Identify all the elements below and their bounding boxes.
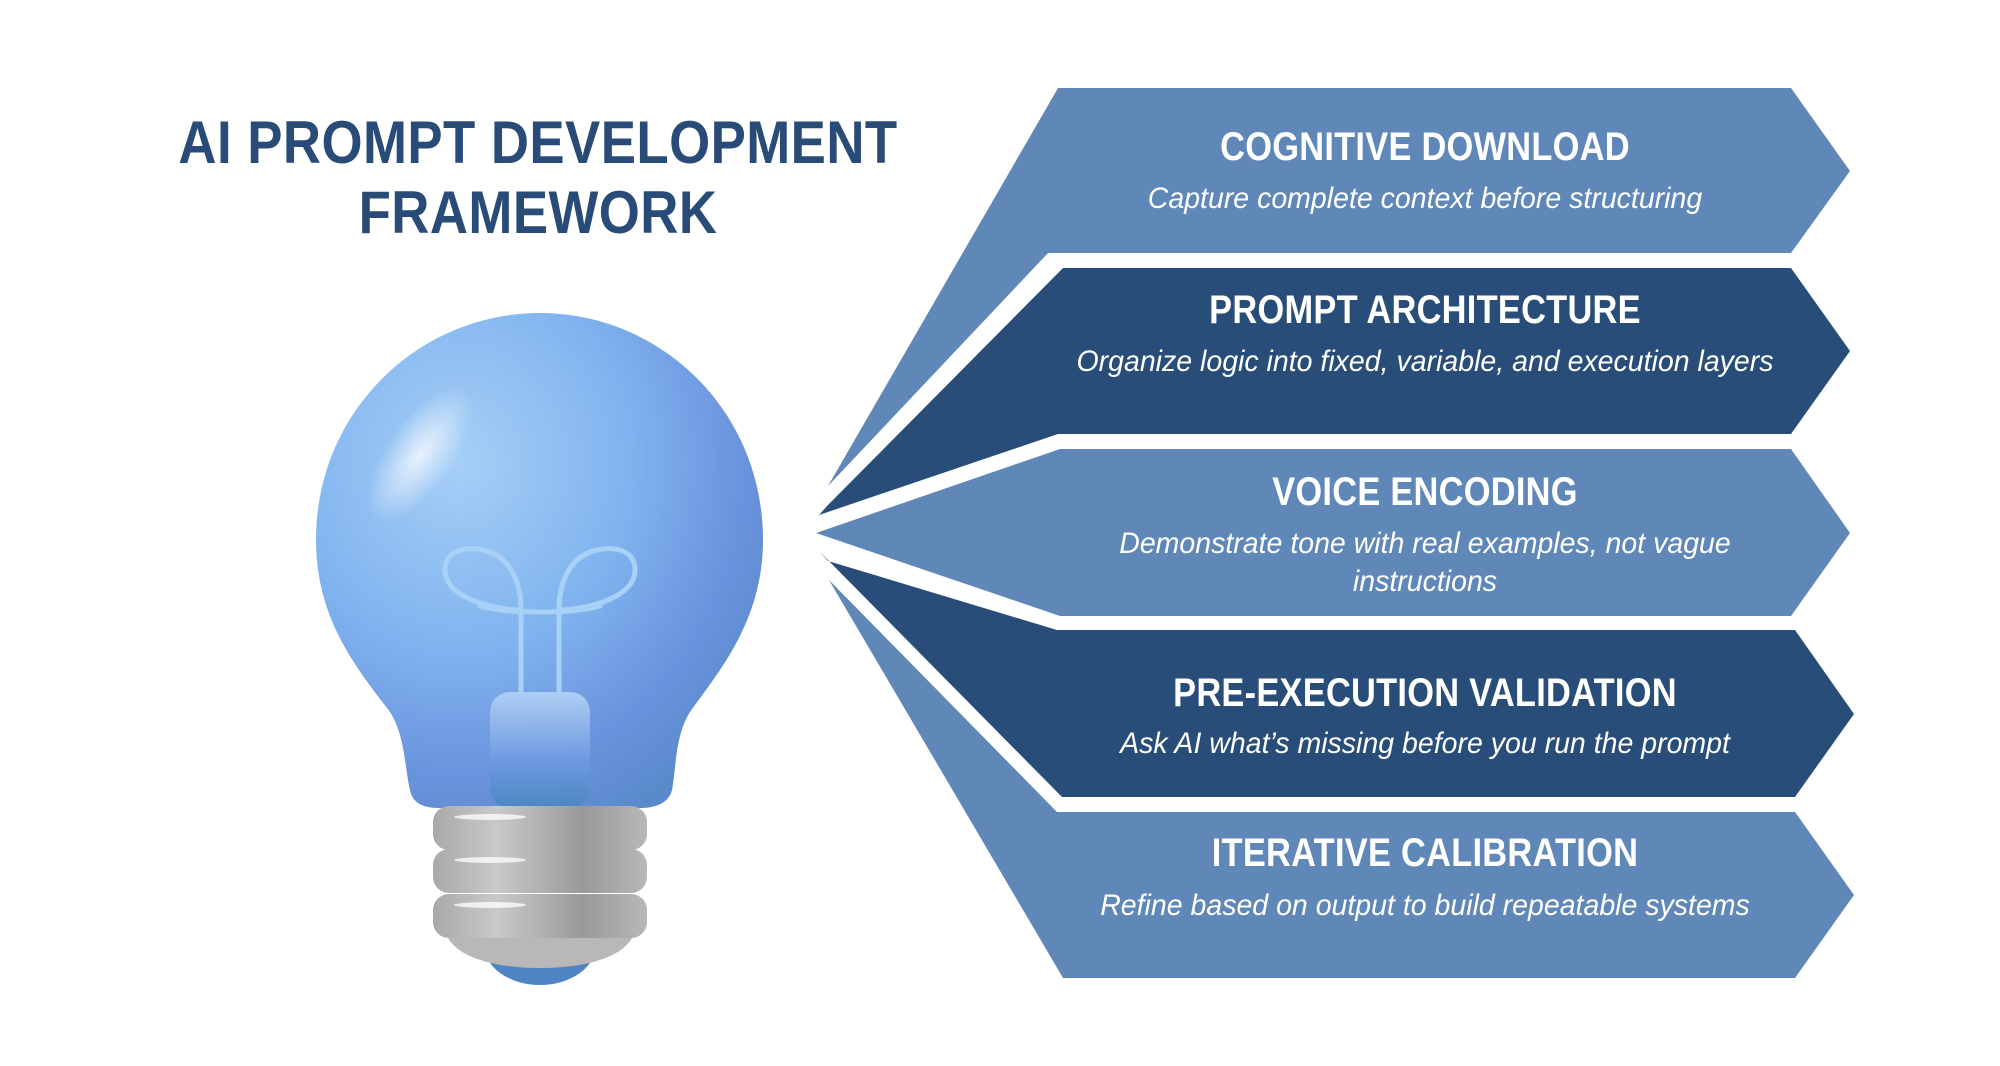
step-title: VOICE ENCODING — [1272, 470, 1578, 514]
step-description: Refine based on output to build repeatab… — [1100, 889, 1750, 922]
filament-stem — [490, 692, 590, 808]
banner-shape-voice-encoding — [816, 449, 1850, 616]
filament — [442, 546, 638, 693]
step-prompt-architecture: PROMPT ARCHITECTURE Organize logic into … — [1060, 268, 1790, 434]
step-voice-encoding: VOICE ENCODING Demonstrate tone with rea… — [1060, 449, 1790, 616]
step-title: ITERATIVE CALIBRATION — [1211, 831, 1639, 875]
bulb-base-ring — [433, 894, 647, 938]
banner-shape-prompt-architecture — [819, 268, 1850, 515]
step-title: COGNITIVE DOWNLOAD — [1220, 125, 1630, 169]
page-title-line-1: AI PROMPT DEVELOPMENT — [178, 109, 898, 176]
step-description: Organize logic into fixed, variable, and… — [1076, 345, 1774, 378]
step-description: Demonstrate tone with real examples, not… — [1119, 527, 1731, 598]
step-cognitive-download: COGNITIVE DOWNLOAD Capture complete cont… — [1060, 88, 1790, 253]
banner-shape-pre-execution-validation — [819, 551, 1854, 797]
banner-shape-iterative-calibration — [829, 580, 1854, 978]
step-iterative-calibration: ITERATIVE CALIBRATION Refine based on ou… — [1060, 812, 1790, 978]
step-pre-execution-validation: PRE-EXECUTION VALIDATION Ask AI what’s m… — [1060, 630, 1790, 797]
step-description: Ask AI what’s missing before you run the… — [1120, 727, 1730, 760]
bulb-base-bottom — [445, 930, 635, 968]
bulb-highlight — [366, 386, 474, 524]
bulb-base-ring — [433, 849, 647, 893]
step-title: PROMPT ARCHITECTURE — [1209, 288, 1641, 332]
step-description: Capture complete context before structur… — [1147, 182, 1703, 215]
page-title-line-2: FRAMEWORK — [358, 179, 718, 246]
page-title: AI PROMPT DEVELOPMENT FRAMEWORK — [100, 108, 976, 248]
banner-shape-cognitive-download — [828, 88, 1850, 486]
bulb-base-ring — [433, 806, 647, 850]
step-title: PRE-EXECUTION VALIDATION — [1173, 671, 1677, 715]
